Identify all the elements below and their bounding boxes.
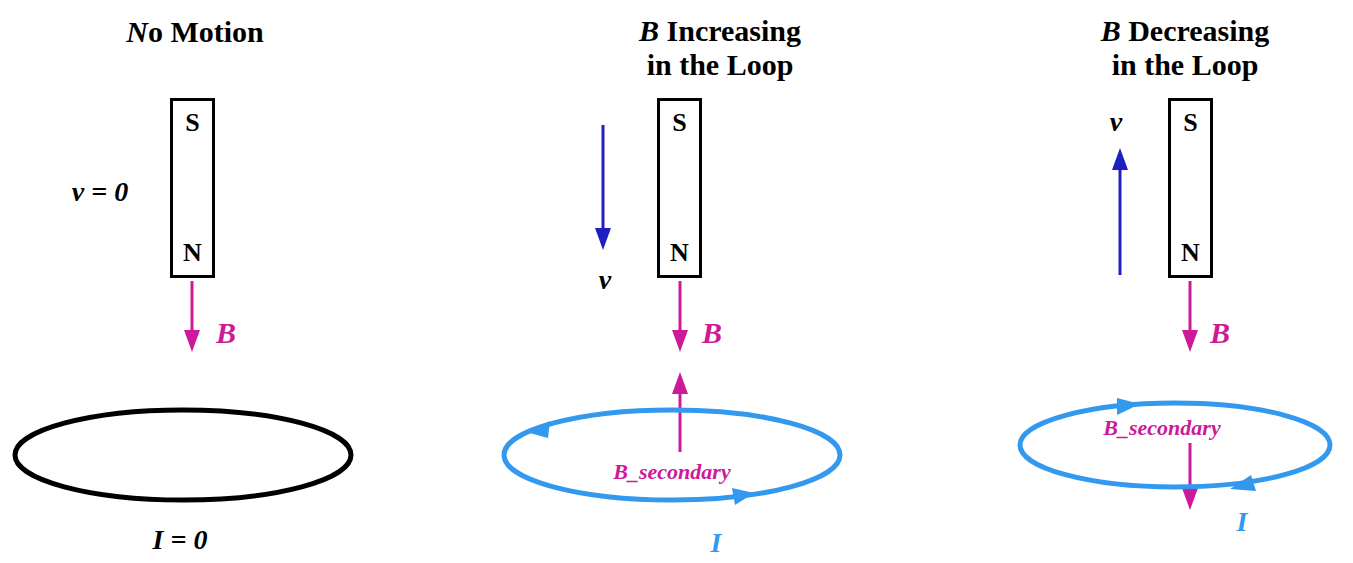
field-label: B [1210, 316, 1230, 351]
bar-magnet: SN [657, 98, 702, 278]
current-label: I [1237, 506, 1248, 538]
field-label: B [216, 316, 236, 351]
secondary-field-arrow [672, 372, 1198, 510]
loop-outline [499, 405, 845, 505]
secondary-field-label: B_secondary [613, 459, 730, 484]
loop-wire [1020, 403, 1330, 487]
wire-loop: B_secondaryI [499, 405, 845, 505]
pole-label: N [183, 238, 202, 268]
loop-outline [10, 405, 356, 505]
velocity-label: v [1110, 106, 1122, 138]
loop-wire [15, 410, 351, 500]
velocity-label: v [599, 264, 611, 296]
pole-label: S [672, 108, 686, 138]
field-label: B [702, 316, 722, 351]
field-arrow [184, 281, 1198, 352]
pole-label: S [185, 108, 199, 138]
pole-label: N [1181, 238, 1200, 268]
panel-title: No Motion [126, 15, 264, 50]
bar-magnet: SN [170, 98, 215, 278]
current-label: I = 0 [153, 524, 208, 556]
wire-loop: I = 0 [10, 405, 356, 505]
pole-label: S [1183, 108, 1197, 138]
loop-wire [504, 410, 840, 500]
panel-title: B Increasing in the Loop [630, 14, 810, 83]
bar-magnet: SN [1168, 98, 1213, 278]
panel-title: B Decreasing in the Loop [1095, 14, 1275, 83]
velocity-label: v = 0 [72, 176, 128, 208]
current-arrowhead [526, 398, 1256, 505]
loop-outline [1015, 398, 1335, 492]
wire-loop: B_secondaryI [1015, 398, 1335, 492]
secondary-field-label: B_secondary [1103, 415, 1220, 440]
current-label: I [711, 527, 722, 559]
pole-label: N [670, 238, 689, 268]
